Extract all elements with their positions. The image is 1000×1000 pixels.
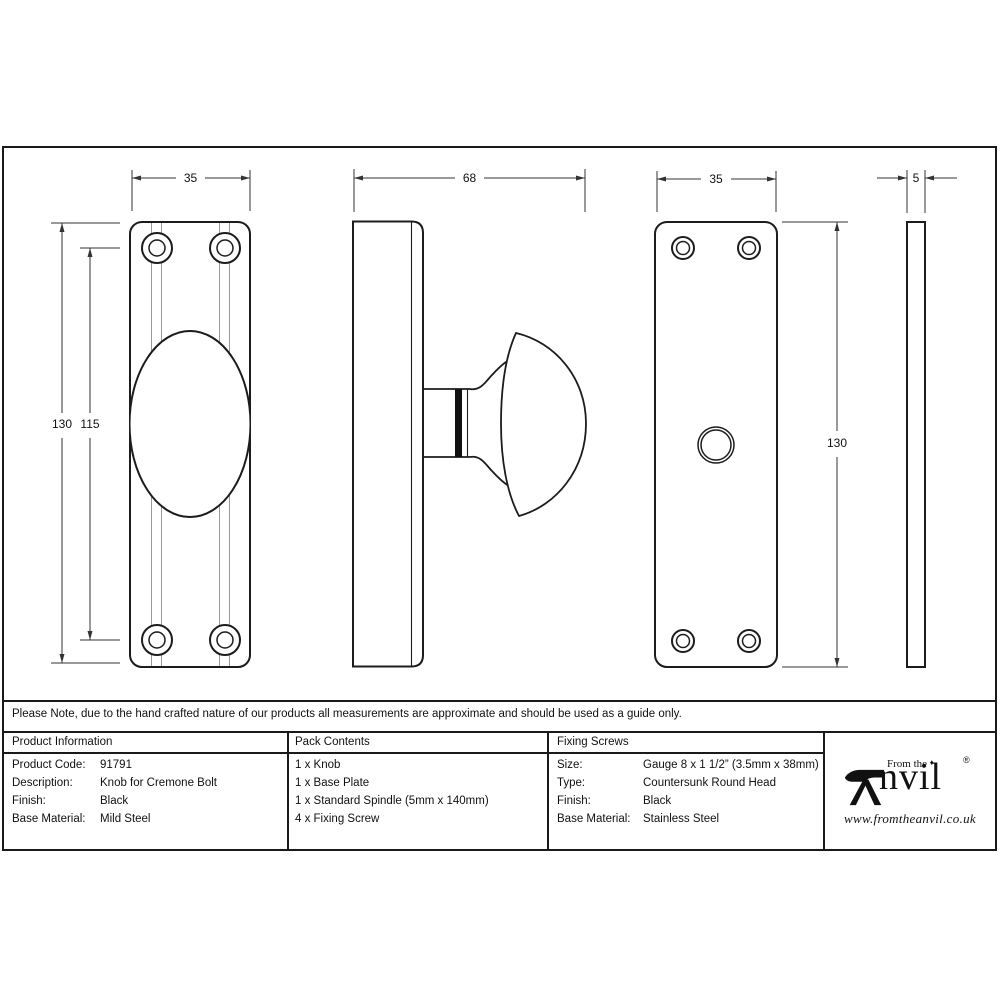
brand-url: www.fromtheanvil.co.uk [844, 811, 976, 826]
field-label: Finish: [12, 795, 46, 807]
diamond-icon: ♦ [929, 758, 934, 767]
field-value: Black [643, 795, 672, 807]
brand-prefix: From the ♦ [887, 758, 934, 770]
list-item: 1 x Knob [295, 759, 341, 771]
note-row: Please Note, due to the hand crafted nat… [4, 700, 995, 731]
list-item: 1 x Standard Spindle (5mm x 140mm) [295, 795, 489, 807]
brand-cell: nvil From the ♦ ® www.fromtheanvil.co.uk [825, 754, 995, 849]
field-value: Stainless Steel [643, 813, 720, 825]
sheet-frame: Please Note, due to the hand crafted nat… [2, 146, 997, 851]
brand-logo: nvil From the ♦ ® www.fromtheanvil.co.uk [835, 755, 985, 827]
table-row: Description: Knob for Cremone Bolt [12, 774, 282, 792]
header-pack-contents: Pack Contents [295, 736, 370, 748]
table-row: Base Material: Stainless Steel [557, 810, 819, 828]
header-product-information: Product Information [12, 736, 113, 748]
field-value: Mild Steel [100, 813, 151, 825]
header-underline [4, 752, 824, 754]
field-value: Knob for Cremone Bolt [100, 777, 217, 789]
product-information-cell: Product Code: 91791 Description: Knob for … [12, 756, 282, 828]
column-divider-1 [287, 731, 289, 849]
field-label: Base Material: [12, 813, 86, 825]
table-row: Type: Countersunk Round Head [557, 774, 819, 792]
table-row: Product Code: 91791 [12, 756, 282, 774]
field-label: Finish: [557, 795, 591, 807]
field-value: Black [100, 795, 129, 807]
header-fixing-screws: Fixing Screws [557, 736, 629, 748]
table-row: Base Material: Mild Steel [12, 810, 282, 828]
registered-mark: ® [963, 755, 970, 765]
field-label: Base Material: [557, 813, 631, 825]
fixing-screws-cell: Size: Gauge 8 x 1 1/2” (3.5mm x 38mm) Typ… [557, 756, 819, 828]
list-item: 1 x Base Plate [295, 777, 370, 789]
field-value: Countersunk Round Head [643, 777, 776, 789]
list-item: 4 x Fixing Screw [295, 813, 380, 825]
field-label: Type: [557, 777, 586, 789]
table-header-row: Product Information Pack Contents Fixing… [4, 731, 995, 752]
field-label: Description: [12, 777, 73, 789]
field-label: Product Code: [12, 759, 86, 771]
table-row: Finish: Black [557, 792, 819, 810]
field-value: 91791 [100, 759, 132, 771]
anvil-icon [844, 769, 885, 806]
brand-wordmark: nvil From the ♦ ® [843, 755, 977, 810]
column-divider-2 [547, 731, 549, 849]
table-row: Size: Gauge 8 x 1 1/2” (3.5mm x 38mm) [557, 756, 819, 774]
pack-contents-cell: 1 x Knob 1 x Base Plate 1 x Standard Spi… [295, 756, 543, 828]
note-text: Please Note, due to the hand crafted nat… [12, 708, 682, 720]
column-divider-3 [823, 731, 825, 849]
table-row: Finish: Black [12, 792, 282, 810]
field-value: Gauge 8 x 1 1/2” (3.5mm x 38mm) [643, 759, 819, 771]
brand-name-tail: nvil [879, 756, 943, 798]
field-label: Size: [557, 759, 583, 771]
